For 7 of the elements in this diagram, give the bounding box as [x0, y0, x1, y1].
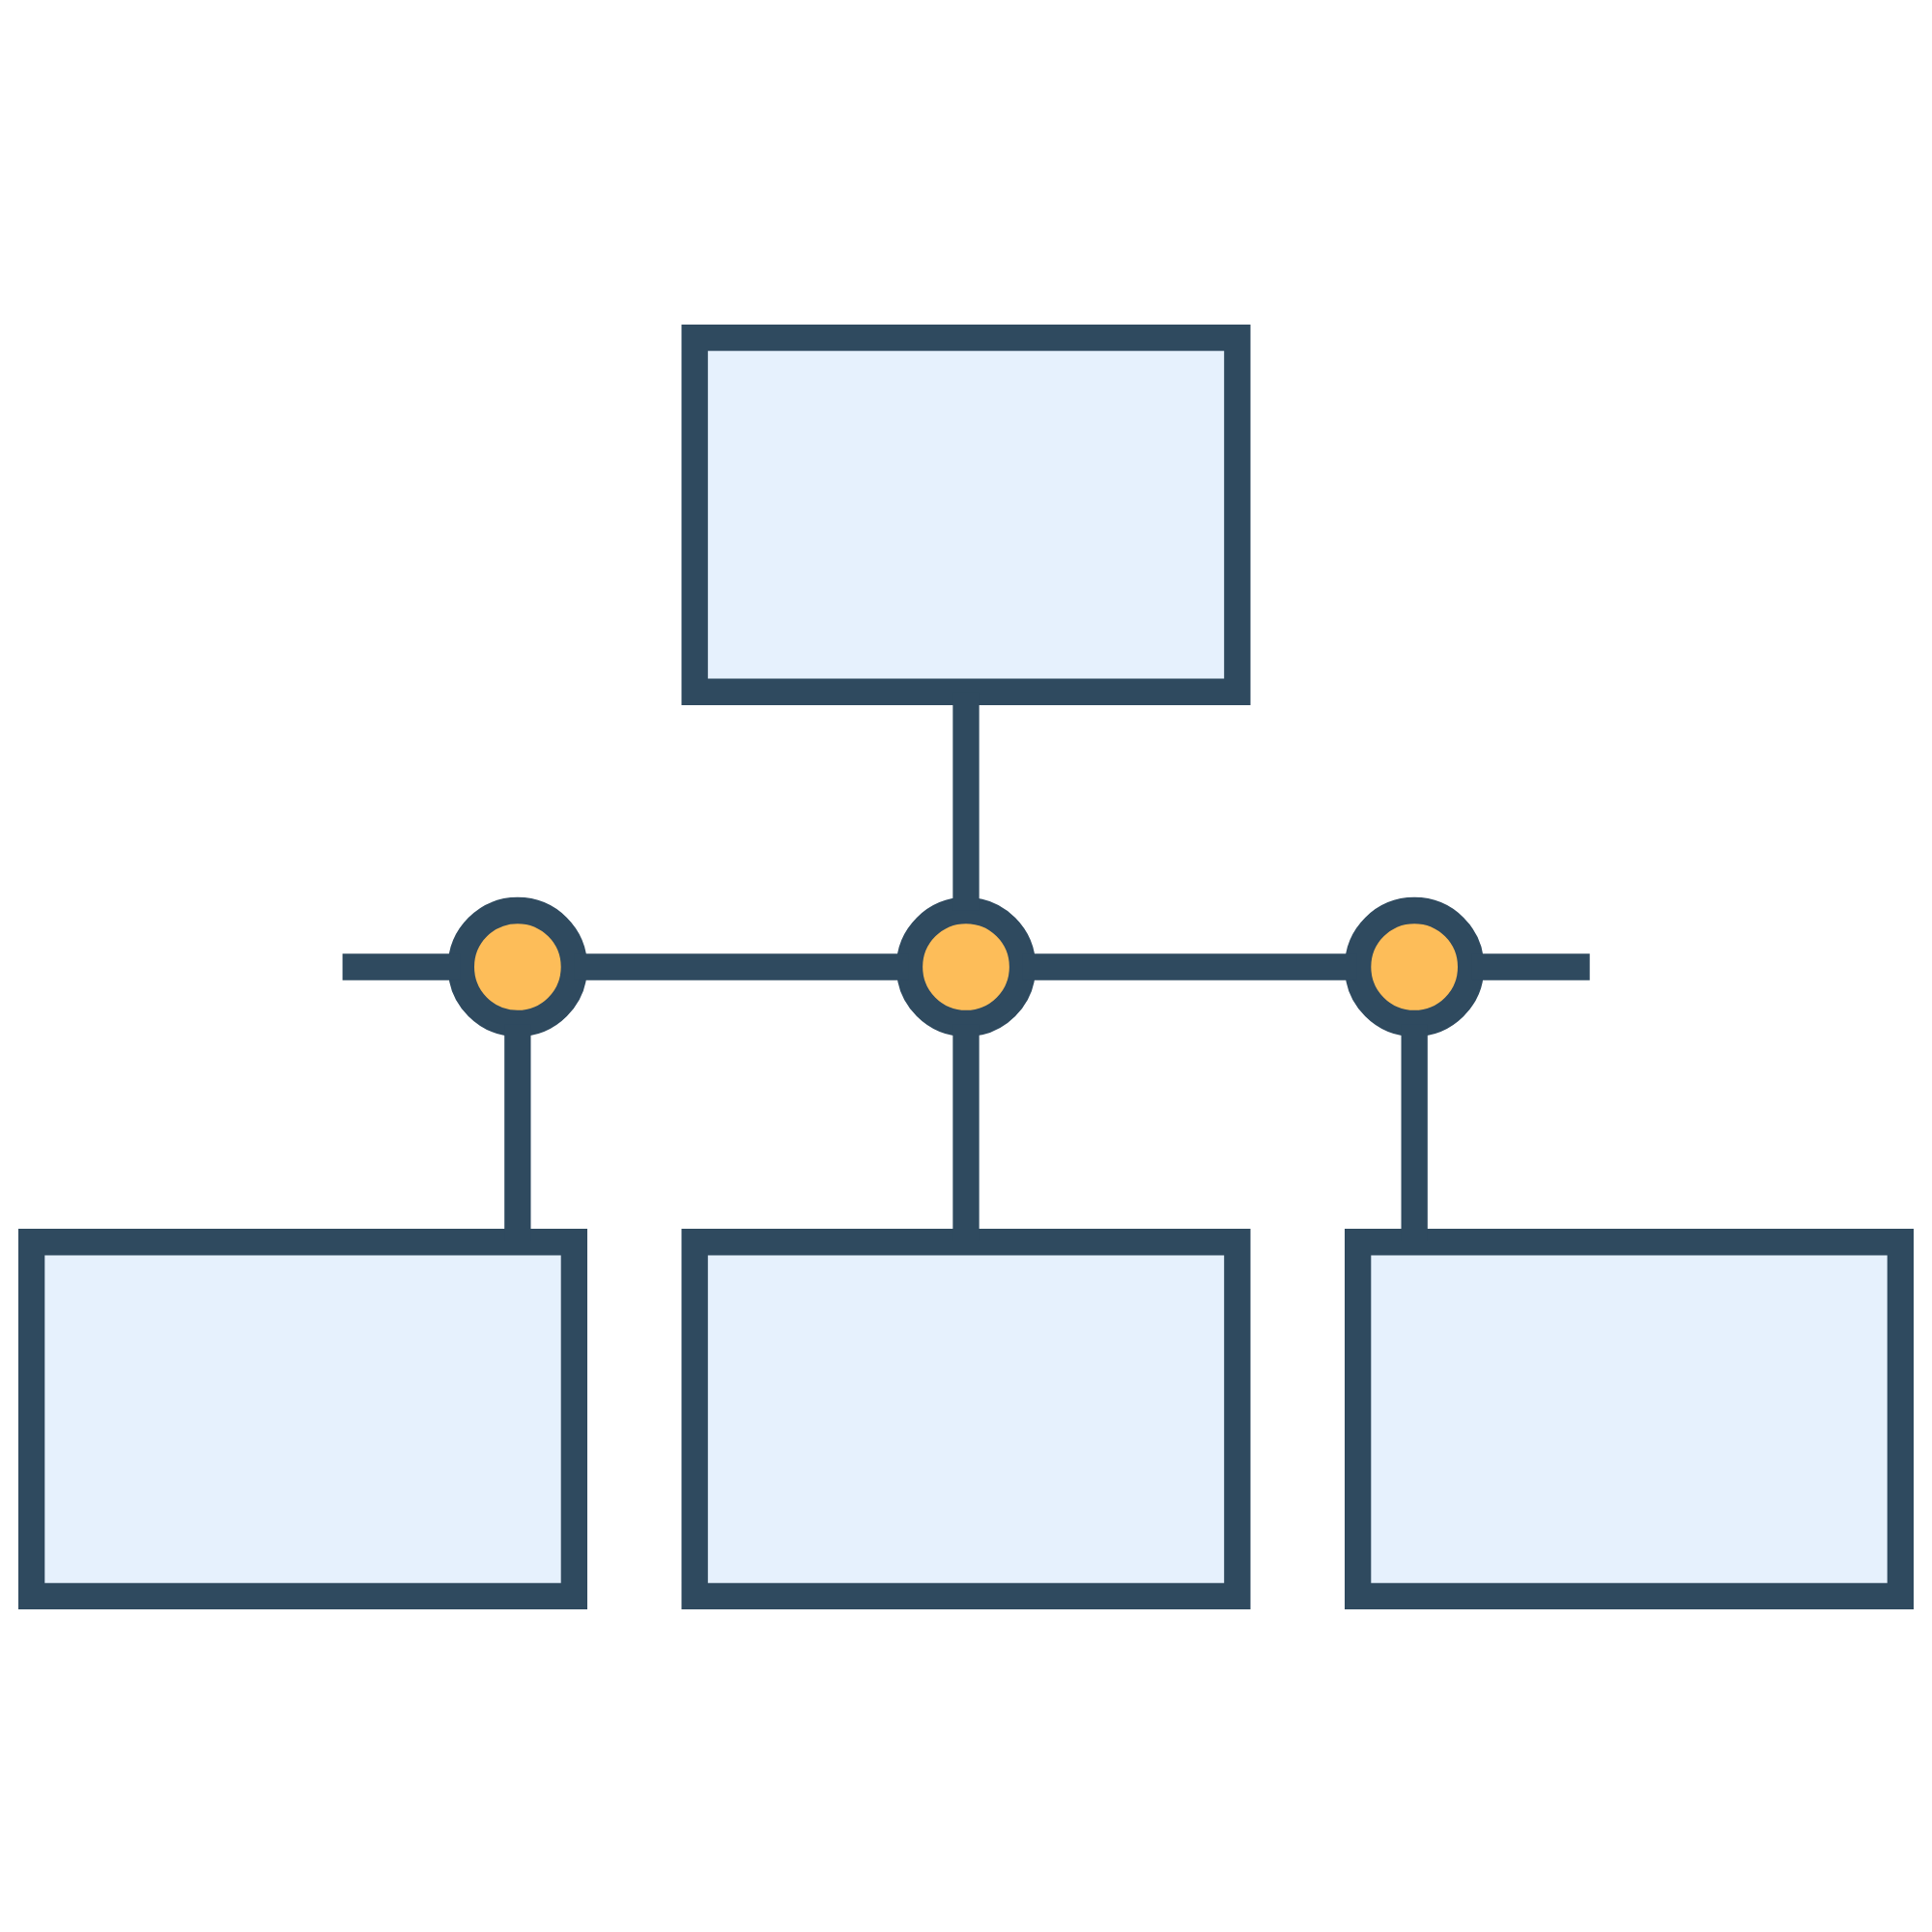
- node-box: [1345, 1228, 1914, 1609]
- node-box: [681, 1228, 1251, 1609]
- node-circle: [1345, 895, 1485, 1037]
- node-circle: [447, 895, 587, 1037]
- node-box: [681, 323, 1251, 704]
- node-circle: [895, 895, 1037, 1037]
- node-box: [18, 1228, 587, 1609]
